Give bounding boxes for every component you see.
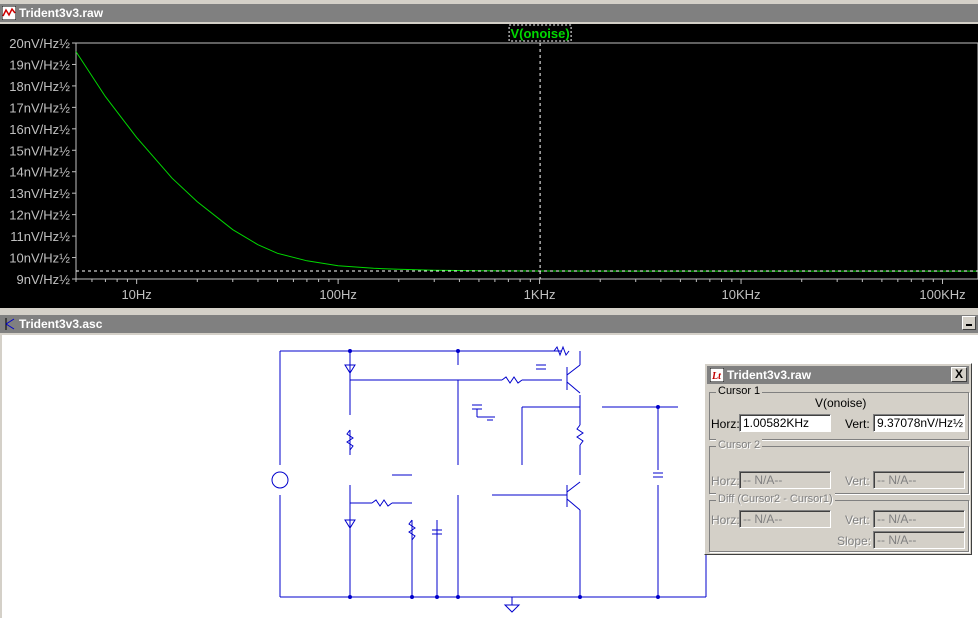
schematic-wires [271, 345, 707, 613]
cursor-dialog[interactable]: Lt Trident3v3.raw X Cursor 1 V(onoise) H… [704, 363, 972, 555]
noise-chart[interactable]: 9nV/Hz½ 10nV/Hz½ 11nV/Hz½ 12nV/Hz½ 13nV/Hz½ 1… [0, 24, 978, 308]
y-tick-label: 19nV/Hz½ [9, 57, 70, 72]
cursor2-vert-label: Vert: [845, 474, 870, 488]
schematic-drawing[interactable] [2, 335, 978, 618]
plot-frame [75, 42, 978, 280]
cursor1-group-label: Cursor 1 [716, 385, 763, 397]
waveform-plot[interactable]: 9nV/Hz½ 10nV/Hz½ 11nV/Hz½ 12nV/Hz½ 13nV/Hz½ 1… [0, 24, 978, 308]
y-tick-label: 15nV/Hz½ [9, 143, 70, 158]
diff-group: Diff (Cursor2 - Cursor1) [709, 493, 969, 552]
x-tick-label: 1KHz [524, 287, 556, 302]
diff-slope-field[interactable]: -- N/A-- [873, 531, 965, 549]
diff-group-label: Diff (Cursor2 - Cursor1) [716, 493, 835, 505]
cursor2-vert-field[interactable]: -- N/A-- [873, 471, 965, 489]
diff-horz-label: Horz: [711, 513, 740, 527]
cursor2-horz-label: Horz: [711, 474, 740, 488]
cursor-dialog-titlebar[interactable]: Lt Trident3v3.raw X [707, 366, 969, 384]
diff-vert-label: Vert: [845, 513, 870, 527]
cursor2-horz-field[interactable]: -- N/A-- [739, 471, 831, 489]
svg-text:Lt: Lt [711, 371, 722, 382]
schematic-window-title: Trident3v3.asc [19, 317, 103, 331]
trace-line [75, 51, 978, 272]
trace-label: V(onoise) [510, 26, 569, 41]
plot-window-titlebar[interactable]: Trident3v3.raw [0, 4, 978, 22]
y-tick-label: 9nV/Hz½ [17, 272, 71, 287]
diff-horz-field[interactable]: -- N/A-- [739, 510, 831, 528]
cursor1-horz-field[interactable]: 1.00582KHz [739, 414, 831, 432]
close-button[interactable]: X [951, 367, 967, 382]
cursor1-group: Cursor 1 [709, 385, 969, 440]
y-tick-label: 13nV/Hz½ [9, 186, 70, 201]
cursor1-horz-label: Horz: [711, 417, 740, 431]
cursor2-group-label: Cursor 2 [716, 439, 763, 451]
y-tick-label: 17nV/Hz½ [9, 100, 70, 115]
minimize-button[interactable] [962, 316, 976, 330]
cursor1-trace-name: V(onoise) [815, 396, 867, 410]
y-tick-label: 20nV/Hz½ [9, 36, 70, 51]
diff-vert-field[interactable]: -- N/A-- [873, 510, 965, 528]
cursor1-vert-field[interactable]: 9.37078nV/Hz½ [873, 414, 965, 432]
schematic-icon [2, 317, 16, 331]
diff-slope-label: Slope: [837, 534, 872, 548]
y-tick-label: 14nV/Hz½ [9, 165, 70, 180]
cursor2-group: Cursor 2 [709, 439, 969, 494]
y-tick-label: 10nV/Hz½ [9, 251, 70, 266]
waveform-icon [1, 5, 17, 21]
y-tick-label: 16nV/Hz½ [9, 122, 70, 137]
y-tick-label: 18nV/Hz½ [9, 79, 70, 94]
plot-window-title: Trident3v3.raw [19, 6, 104, 20]
x-tick-label: 100Hz [319, 287, 357, 302]
y-tick-label: 11nV/Hz½ [10, 229, 70, 244]
cursor-dialog-title: Trident3v3.raw [727, 368, 812, 382]
schematic-window-titlebar[interactable]: Trident3v3.asc [0, 315, 978, 333]
y-tick-label: 12nV/Hz½ [9, 208, 70, 223]
cursor1-vert-label: Vert: [845, 417, 870, 431]
x-tick-label: 100KHz [919, 287, 965, 302]
x-tick-label: 10KHz [722, 287, 761, 302]
x-tick-label: 10Hz [121, 287, 151, 302]
trace-label-box [508, 24, 572, 42]
